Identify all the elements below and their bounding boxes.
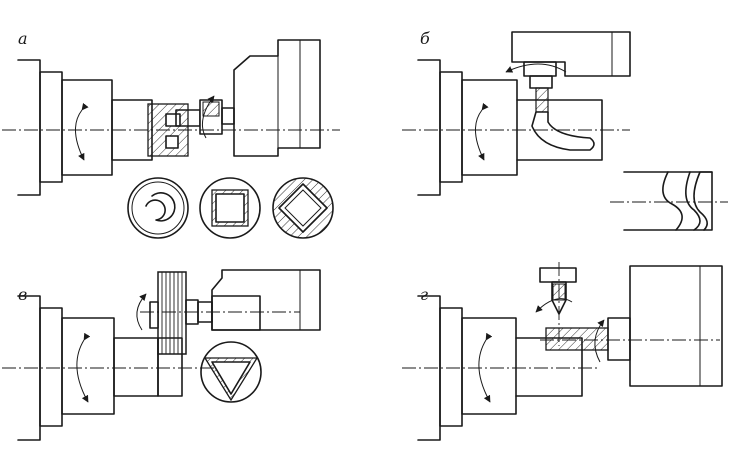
tool-rotation-arrow-icon (594, 319, 605, 363)
panel-v-label: в (18, 285, 27, 304)
cutter-slot (531, 87, 595, 151)
rotation-arrow-icon (75, 102, 89, 161)
tool-head (607, 265, 723, 387)
section-square (199, 177, 261, 239)
section-diamond (272, 177, 334, 239)
drill (539, 267, 577, 315)
panel-g: г (402, 262, 723, 441)
rotation-arrow-icon (76, 332, 91, 403)
tool-head (211, 269, 321, 331)
spindle-chuck (17, 295, 159, 441)
tool-rotation-arrow-icon (201, 95, 215, 139)
panel-g-label: г (420, 285, 428, 304)
workpiece (545, 327, 609, 351)
spindle-chuck (417, 59, 603, 196)
panel-b-label: б (420, 29, 430, 48)
panel-b: б (402, 29, 728, 231)
drill-rotation-arrow-icon (535, 298, 573, 313)
section-spiral (127, 177, 189, 239)
rotation-arrow-icon (475, 102, 489, 161)
section-triangle (200, 341, 262, 403)
groove-part-view (610, 171, 728, 231)
tool-head (511, 31, 631, 89)
rotating-tool (175, 99, 235, 135)
spindle-chuck (17, 59, 153, 196)
panel-a-label: а (18, 29, 28, 48)
panel-a: а (2, 29, 340, 239)
gear-cutter (149, 271, 213, 355)
tool-rotation-arrow-icon (136, 293, 147, 331)
rotation-arrow-icon (478, 332, 493, 403)
tool-rotation-arrow-icon (505, 63, 567, 73)
tool-head (233, 39, 321, 157)
panel-v: в (2, 269, 321, 441)
